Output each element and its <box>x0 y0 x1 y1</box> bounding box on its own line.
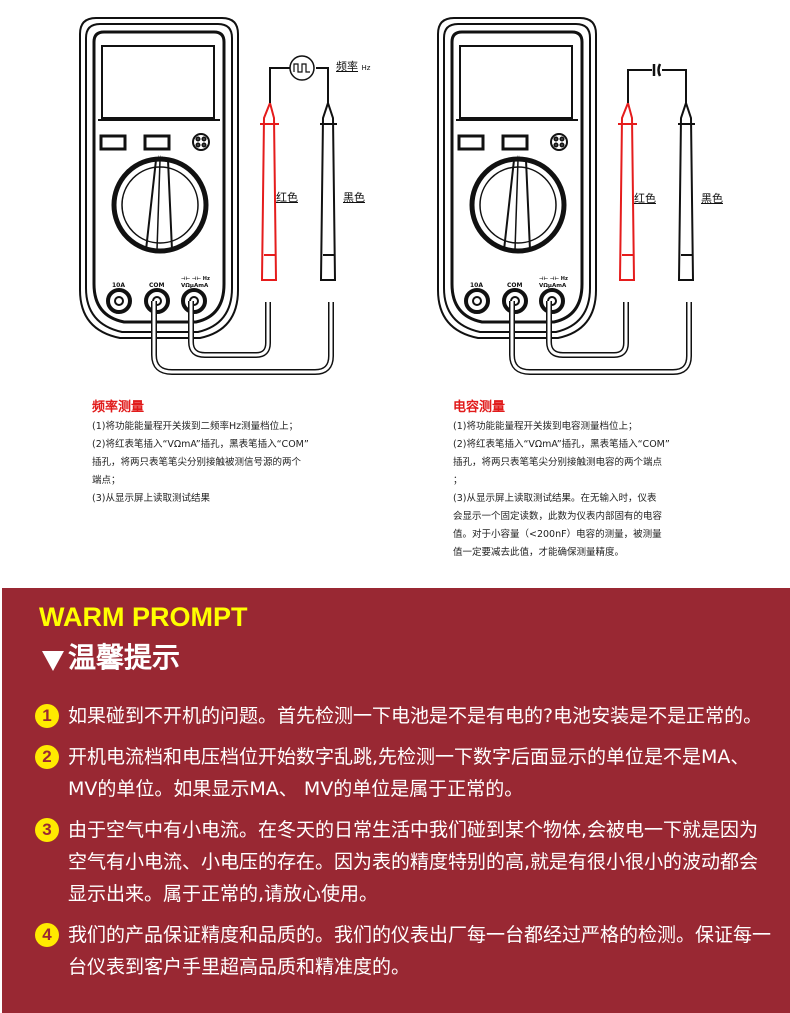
description-line: (1)将功能能量程开关拨到二频率Hz测量档位上； <box>92 421 299 432</box>
jack-label-v: VΩμAmA <box>539 283 567 289</box>
warm-prompt-title-en: WARM PROMPT <box>39 602 248 632</box>
tip-item: 3 由于空气中有小电流。在冬天的日常生活中我们碰到某个物体,会被电一下就是因为空… <box>35 814 775 910</box>
tip-text: 我们的产品保证精度和品质的。我们的仪表出厂每一台都经过严格的检测。保证每一台仪表… <box>68 924 772 978</box>
description-line: (2)将红表笔插入“VΩmA”插孔，黑表笔插入“COM” <box>92 439 309 450</box>
jack-symbols: ⊣⊢ ⊣⊢ Hz <box>539 276 568 282</box>
description-line: 值。对于小容量（<200nF）电容的测量，被测量 <box>453 529 662 540</box>
frequency-description: 频率测量 (1)将功能能量程开关拨到二频率Hz测量档位上； (2)将红表笔插入“… <box>92 398 309 508</box>
dial-mark: Hz <box>158 155 164 160</box>
description-title: 电容测量 <box>453 400 506 415</box>
description-line: 插孔，将两只表笔笔尖分别接触被测信号源的两个 <box>92 457 302 468</box>
multimeter-capacitance-illustration <box>437 17 695 375</box>
number-badge-icon: 4 <box>35 923 59 947</box>
tip-item: 4 我们的产品保证精度和品质的。我们的仪表出厂每一台都经过严格的检测。保证每一台… <box>35 919 775 983</box>
description-line: (2)将红表笔插入“VΩmA”插孔，黑表笔插入“COM” <box>453 439 670 450</box>
red-lead-label: 红色 <box>276 191 298 204</box>
jack-label-v: VΩμAmA <box>181 283 209 289</box>
red-lead-label: 红色 <box>634 192 656 205</box>
jack-label-com: COM <box>507 282 523 289</box>
description-line: 端点； <box>92 475 121 486</box>
dial-mark: ⊣⊢ <box>514 155 523 161</box>
number-badge-icon: 2 <box>35 745 59 769</box>
number-badge-icon: 3 <box>35 818 59 842</box>
capacitance-description: 电容测量 (1)将功能能量程开关拨到电容测量档位上； (2)将红表笔插入“VΩm… <box>453 398 670 562</box>
tip-text: 开机电流档和电压档位开始数字乱跳,先检测一下数字后面显示的单位是不是MA、 MV… <box>68 746 750 800</box>
jack-symbols: ⊣⊢ ⊣⊢ Hz <box>181 276 210 282</box>
black-lead-label: 黑色 <box>343 191 365 204</box>
description-line: (3)从显示屏上读取测试结果。在无输入时，仪表 <box>453 493 657 504</box>
frequency-diagram: 频率 Hz 红色 黑色 Hz 10A COM ⊣⊢ ⊣⊢ Hz VΩμAmA <box>0 0 395 400</box>
jack-label-10a: 10A <box>470 282 483 289</box>
description-line: ； <box>453 475 463 486</box>
number-badge-icon: 1 <box>35 704 59 728</box>
warm-prompt-title-text: 温馨提示 <box>68 641 181 674</box>
warm-prompt-section: WARM PROMPT 温馨提示 1 如果碰到不开机的问题。首先检测一下电池是不… <box>2 588 790 1013</box>
tip-item: 1 如果碰到不开机的问题。首先检测一下电池是不是有电的?电池安装是不是正常的。 <box>35 700 775 732</box>
description-line: 值一定要减去此值，才能确保测量精度。 <box>453 547 625 558</box>
description-line: (3)从显示屏上读取测试结果 <box>92 493 210 504</box>
tip-text: 由于空气中有小电流。在冬天的日常生活中我们碰到某个物体,会被电一下就是因为空气有… <box>68 819 759 905</box>
description-line: 会显示一个固定读数，此数为仪表内部固有的电容 <box>453 511 663 522</box>
black-lead-label: 黑色 <box>701 192 723 205</box>
multimeter-frequency-illustration <box>79 17 337 375</box>
triangle-down-icon <box>42 651 64 671</box>
signal-label: 频率 Hz <box>336 58 370 74</box>
description-line: 插孔，将两只表笔笔尖分别接触测电容的两个端点 <box>453 457 663 468</box>
tips-list: 1 如果碰到不开机的问题。首先检测一下电池是不是有电的?电池安装是不是正常的。 … <box>35 700 775 992</box>
jack-label-10a: 10A <box>112 282 125 289</box>
description-line: (1)将功能能量程开关拨到电容测量档位上； <box>453 421 638 432</box>
capacitance-diagram: 红色 黑色 ⊣⊢ 10A COM ⊣⊢ ⊣⊢ Hz VΩμAmA <box>358 0 753 400</box>
jack-label-com: COM <box>149 282 165 289</box>
tip-item: 2 开机电流档和电压档位开始数字乱跳,先检测一下数字后面显示的单位是不是MA、 … <box>35 741 775 805</box>
signal-name: 频率 <box>336 60 358 73</box>
tip-text: 如果碰到不开机的问题。首先检测一下电池是不是有电的?电池安装是不是正常的。 <box>68 705 763 727</box>
warm-prompt-title-zh: 温馨提示 <box>42 636 180 676</box>
description-title: 频率测量 <box>92 400 145 415</box>
signal-unit: Hz <box>361 64 371 72</box>
